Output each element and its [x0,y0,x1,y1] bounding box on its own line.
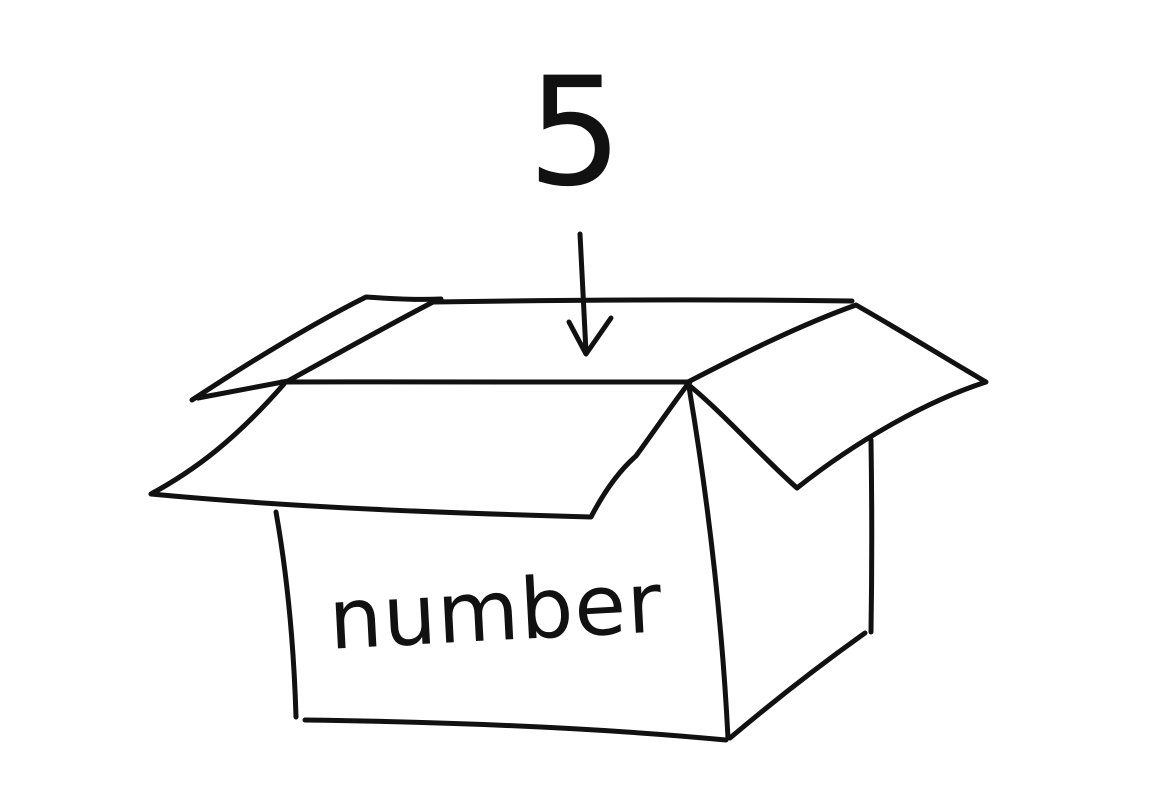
box-front-left-edge [273,509,299,720]
box-flap-back-left-edge [195,299,436,401]
box-side-right-edge [868,437,875,635]
box-illustration [148,294,989,743]
box-flap-front-left [148,381,691,520]
box-front-right-edge [686,384,731,741]
value-label: 5 [527,46,622,220]
box-side-bottom-edge [727,630,868,741]
box-flap-right [685,302,989,491]
box-flap-back-left [189,294,444,403]
arrow-shaft [577,231,589,355]
box-label: number [326,553,665,668]
box-front-bottom-edge [302,717,729,743]
arrow-head [566,315,614,357]
box-back-edge [430,297,855,305]
down-arrow-icon [566,231,614,357]
